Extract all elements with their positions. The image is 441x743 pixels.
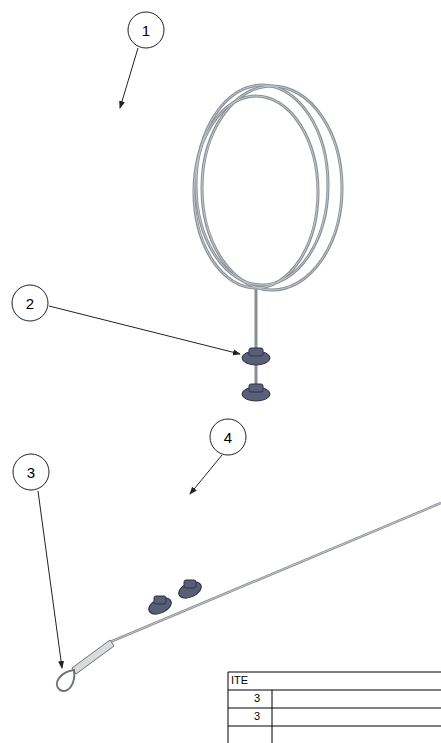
callout-circle: 1 <box>127 11 165 49</box>
callout-number: 4 <box>209 429 247 446</box>
callout-number: 1 <box>127 22 165 39</box>
callout-circle: 3 <box>12 453 50 491</box>
table-cell: ITE <box>231 674 248 686</box>
table-cell: 3 <box>254 692 260 704</box>
callout-circle: 2 <box>11 284 49 322</box>
callout-number: 3 <box>12 464 50 481</box>
callout-circle: 4 <box>209 418 247 456</box>
callout-number: 2 <box>11 295 49 312</box>
table-cell: 3 <box>254 710 260 722</box>
